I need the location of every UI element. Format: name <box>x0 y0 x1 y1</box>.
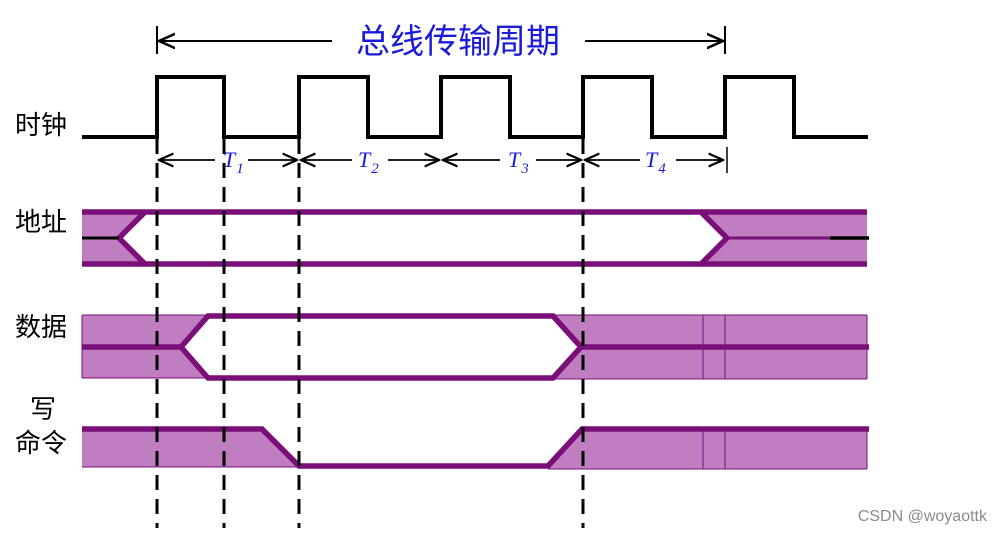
clock-waveform <box>82 75 868 139</box>
period-t4-label: T4 <box>645 147 666 177</box>
bus-cycle-title: 总线传输周期 <box>356 22 560 62</box>
period-t3-label: T3 <box>508 147 529 177</box>
write-label-line1: 写 <box>30 395 56 425</box>
timing-guide-lines <box>155 139 585 528</box>
data-waveform <box>81 313 869 381</box>
address-label: 地址 <box>15 208 67 238</box>
period-t1-label: T1 <box>223 147 244 177</box>
bus-cycle-header: 总线传输周期 <box>156 22 726 62</box>
write-command-waveform <box>82 426 869 470</box>
write-label-line2: 命令 <box>15 429 67 459</box>
clock-label: 时钟 <box>15 111 67 141</box>
watermark-text: CSDN @woyaottk <box>858 508 988 525</box>
data-label: 数据 <box>15 313 67 343</box>
period-arrows <box>159 147 728 173</box>
address-waveform <box>82 209 869 267</box>
period-t2-label: T2 <box>358 147 379 177</box>
